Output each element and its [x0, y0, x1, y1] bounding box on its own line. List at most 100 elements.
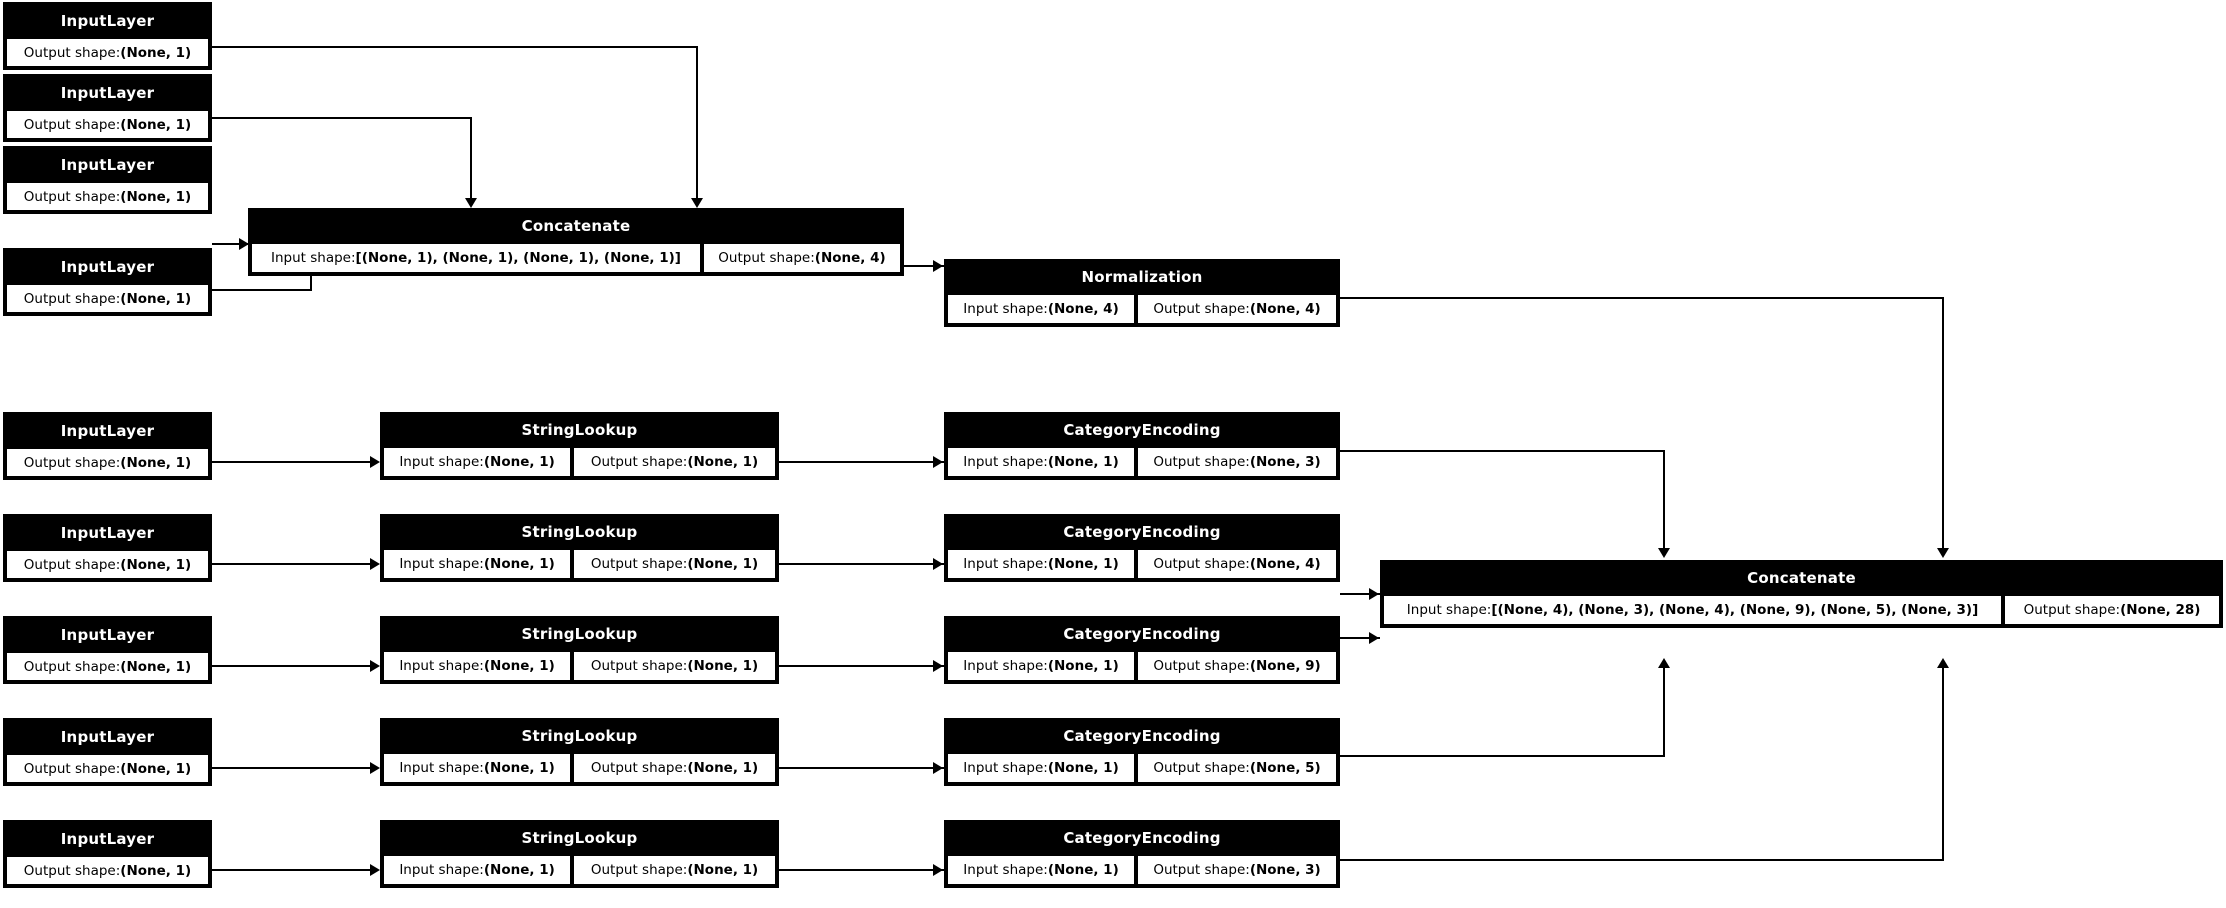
input-shape-value: (None, 1) [1047, 658, 1119, 674]
input-shape-label: Input shape: [963, 301, 1048, 317]
node-title: StringLookup [382, 414, 777, 446]
node-inputlayer-6[interactable]: InputLayer Output shape:(None, 1) [3, 514, 212, 582]
output-shape-cell: Output shape:(None, 4) [1136, 293, 1338, 325]
output-shape-value: (None, 3) [1249, 454, 1321, 470]
node-concatenate-numeric[interactable]: Concatenate Input shape:[(None, 1), (Non… [248, 208, 904, 276]
output-shape-value: (None, 9) [1249, 658, 1321, 674]
input-shape-label: Input shape: [399, 454, 484, 470]
output-shape-value: (None, 1) [120, 862, 192, 879]
arrowhead-in5-sl1 [370, 456, 380, 468]
node-body: Input shape:(None, 1) Output shape:(None… [946, 650, 1338, 682]
node-title: InputLayer [5, 414, 210, 447]
node-inputlayer-9[interactable]: InputLayer Output shape:(None, 1) [3, 820, 212, 888]
edge-in9-sl5 [212, 869, 372, 871]
node-body: Input shape:[(None, 1), (None, 1), (None… [250, 242, 902, 274]
arrowhead-in6-sl2 [370, 558, 380, 570]
input-shape-label: Input shape: [399, 658, 484, 674]
input-shape-cell: Input shape:(None, 4) [946, 293, 1137, 325]
node-inputlayer-3[interactable]: InputLayer Output shape:(None, 1) [3, 146, 212, 214]
edge-ce3-concatall [1340, 637, 1380, 639]
node-title: Concatenate [250, 210, 902, 242]
edge-in8-sl4 [212, 767, 372, 769]
node-body: Input shape:(None, 1) Output shape:(None… [382, 650, 777, 682]
edge-in1-concat-h [212, 46, 698, 48]
output-shape-value: (None, 1) [120, 188, 192, 205]
node-stringlookup-2[interactable]: StringLookup Input shape:(None, 1) Outpu… [380, 514, 779, 582]
edge-ce1-concatall-v [1663, 450, 1665, 550]
arrowhead-sl2-ce2 [933, 558, 943, 570]
output-shape-value: (None, 1) [120, 116, 192, 133]
output-shape-value: (None, 28) [2120, 602, 2201, 618]
node-title: InputLayer [5, 516, 210, 549]
node-title: StringLookup [382, 516, 777, 548]
node-categoryencoding-5[interactable]: CategoryEncoding Input shape:(None, 1) O… [944, 820, 1340, 888]
node-title: InputLayer [5, 618, 210, 651]
output-shape-cell: Output shape:(None, 28) [2003, 594, 2221, 626]
node-body: Output shape:(None, 1) [5, 651, 210, 682]
output-shape-label: Output shape: [23, 44, 121, 61]
node-body: Input shape:(None, 1) Output shape:(None… [946, 446, 1338, 478]
node-stringlookup-1[interactable]: StringLookup Input shape:(None, 1) Outpu… [380, 412, 779, 480]
node-concatenate-final[interactable]: Concatenate Input shape:[(None, 4), (Non… [1380, 560, 2223, 628]
node-title: CategoryEncoding [946, 414, 1338, 446]
output-shape-value: (None, 1) [687, 862, 759, 878]
output-shape-value: (None, 4) [1249, 556, 1321, 572]
node-normalization[interactable]: Normalization Input shape:(None, 4) Outp… [944, 259, 1340, 327]
node-stringlookup-3[interactable]: StringLookup Input shape:(None, 1) Outpu… [380, 616, 779, 684]
arrowhead-in7-sl3 [370, 660, 380, 672]
node-inputlayer-4[interactable]: InputLayer Output shape:(None, 1) [3, 248, 212, 316]
output-shape-label: Output shape: [590, 862, 688, 878]
node-inputlayer-7[interactable]: InputLayer Output shape:(None, 1) [3, 616, 212, 684]
node-body: Input shape:(None, 1) Output shape:(None… [946, 752, 1338, 784]
arrowhead-in2-concat [465, 198, 477, 208]
output-shape-cell: Output shape:(None, 1) [5, 855, 210, 886]
arrowhead-in1-concat [691, 198, 703, 208]
input-shape-label: Input shape: [271, 250, 356, 266]
input-shape-label: Input shape: [963, 862, 1048, 878]
input-shape-value: [(None, 4), (None, 3), (None, 4), (None,… [1491, 602, 1979, 618]
node-title: InputLayer [5, 4, 210, 37]
node-body: Output shape:(None, 1) [5, 37, 210, 68]
input-shape-value: (None, 1) [483, 454, 555, 470]
node-body: Input shape:(None, 1) Output shape:(None… [382, 446, 777, 478]
input-shape-value: (None, 1) [483, 862, 555, 878]
edge-in4-concat-h [212, 289, 312, 291]
node-body: Output shape:(None, 1) [5, 855, 210, 886]
node-inputlayer-1[interactable]: InputLayer Output shape:(None, 1) [3, 2, 212, 70]
edge-in1-concat-v [696, 46, 698, 200]
edge-in2-concat-v [470, 117, 472, 200]
node-title: CategoryEncoding [946, 516, 1338, 548]
arrowhead-ce1-concatall [1658, 548, 1670, 558]
input-shape-label: Input shape: [1406, 602, 1492, 618]
output-shape-label: Output shape: [23, 556, 121, 573]
node-categoryencoding-1[interactable]: CategoryEncoding Input shape:(None, 1) O… [944, 412, 1340, 480]
node-title: InputLayer [5, 720, 210, 753]
node-categoryencoding-2[interactable]: CategoryEncoding Input shape:(None, 1) O… [944, 514, 1340, 582]
node-inputlayer-2[interactable]: InputLayer Output shape:(None, 1) [3, 74, 212, 142]
output-shape-label: Output shape: [23, 188, 121, 205]
node-inputlayer-5[interactable]: InputLayer Output shape:(None, 1) [3, 412, 212, 480]
arrowhead-sl4-ce4 [933, 762, 943, 774]
node-body: Output shape:(None, 1) [5, 109, 210, 140]
node-stringlookup-4[interactable]: StringLookup Input shape:(None, 1) Outpu… [380, 718, 779, 786]
output-shape-value: (None, 5) [1249, 760, 1321, 776]
node-stringlookup-5[interactable]: StringLookup Input shape:(None, 1) Outpu… [380, 820, 779, 888]
input-shape-cell: Input shape:(None, 1) [946, 650, 1137, 682]
edge-in7-sl3 [212, 665, 372, 667]
node-categoryencoding-3[interactable]: CategoryEncoding Input shape:(None, 1) O… [944, 616, 1340, 684]
node-title: StringLookup [382, 822, 777, 854]
node-body: Input shape:(None, 1) Output shape:(None… [946, 548, 1338, 580]
output-shape-cell: Output shape:(None, 1) [5, 109, 210, 140]
input-shape-value: (None, 1) [483, 658, 555, 674]
input-shape-cell: Input shape:(None, 1) [946, 548, 1137, 580]
node-body: Input shape:(None, 1) Output shape:(None… [382, 854, 777, 886]
node-body: Output shape:(None, 1) [5, 753, 210, 784]
edge-ce4-concatall-v [1663, 668, 1665, 757]
node-title: InputLayer [5, 76, 210, 109]
arrowhead-in3-concat [239, 238, 249, 250]
node-body: Output shape:(None, 1) [5, 447, 210, 478]
arrowhead-ce3-concatall [1369, 632, 1379, 644]
input-shape-value: (None, 1) [1047, 556, 1119, 572]
node-inputlayer-8[interactable]: InputLayer Output shape:(None, 1) [3, 718, 212, 786]
node-categoryencoding-4[interactable]: CategoryEncoding Input shape:(None, 1) O… [944, 718, 1340, 786]
